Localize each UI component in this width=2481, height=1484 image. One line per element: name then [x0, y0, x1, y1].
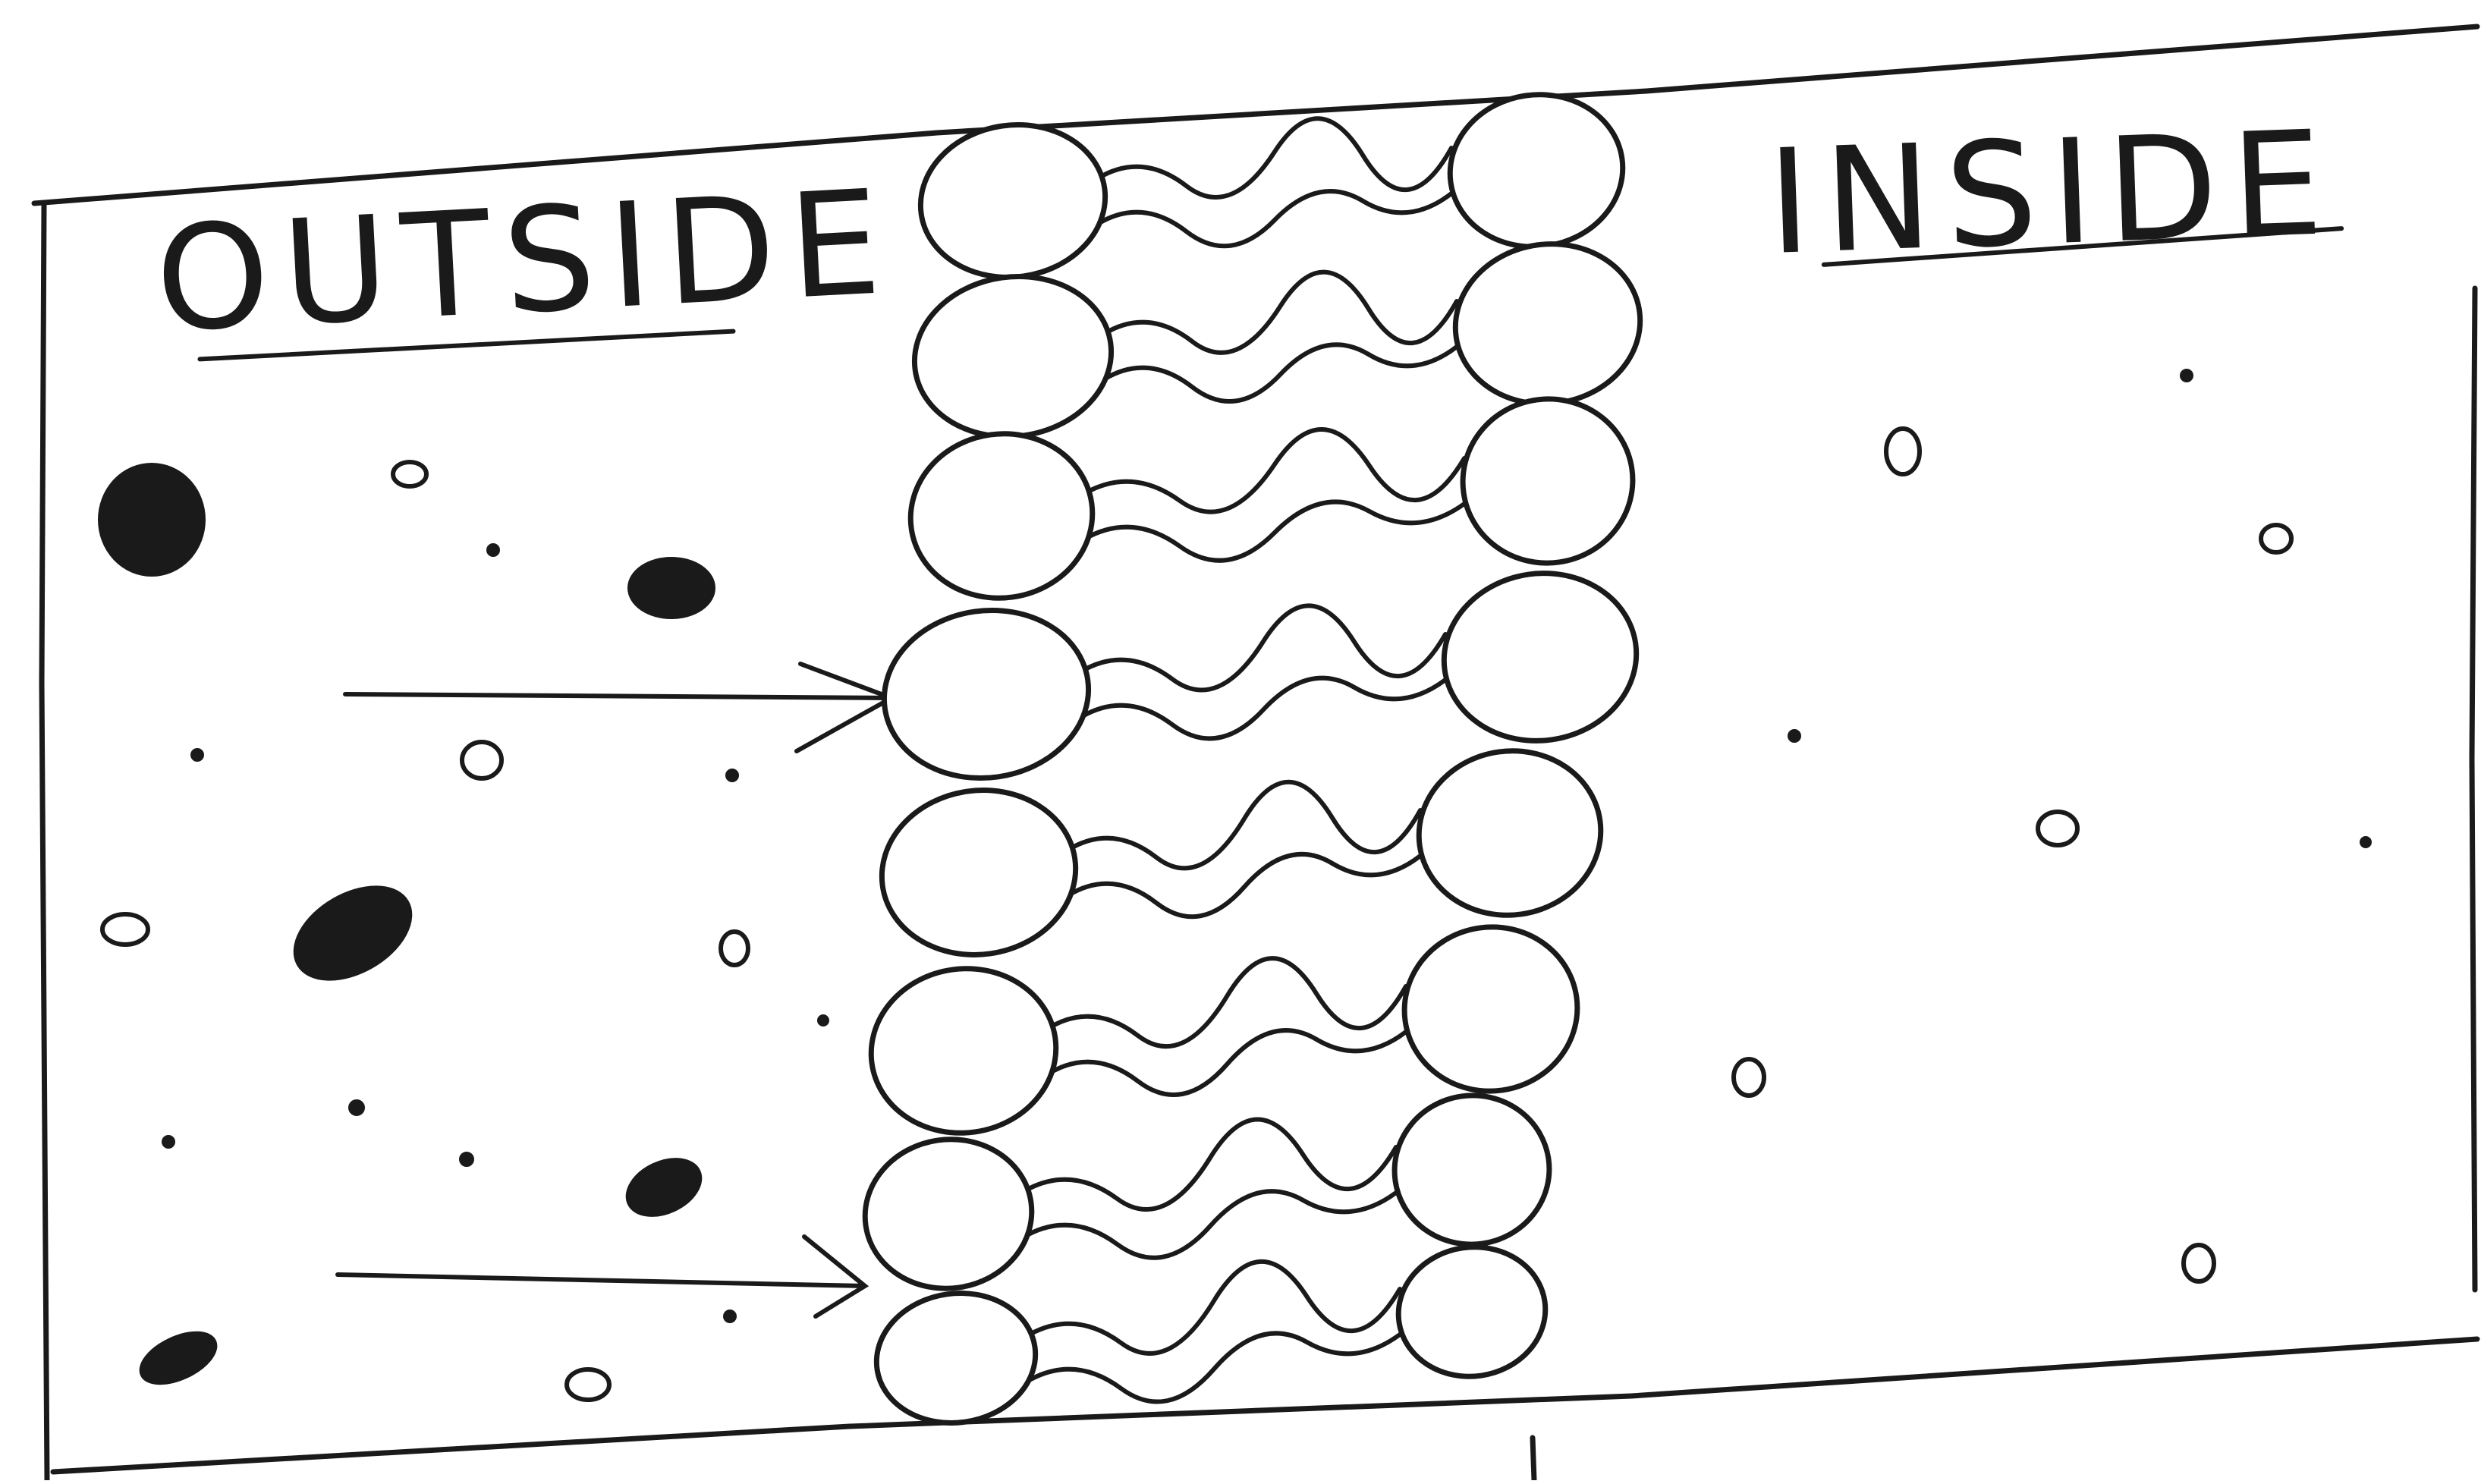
phospholipid-head-icon	[881, 607, 1092, 781]
lipid-tail-icon	[1102, 269, 1459, 355]
phospholipid-head-icon	[1447, 92, 1626, 250]
inside-particles	[1731, 369, 2372, 1284]
dot-particle-icon	[348, 1099, 365, 1116]
arrow-icon	[343, 662, 898, 753]
open-particle-icon	[460, 740, 504, 781]
phospholipid-head-icon	[879, 788, 1079, 957]
frame-bottom-edge	[50, 1336, 2480, 1475]
arrows	[335, 662, 898, 1319]
open-particle-icon	[2036, 810, 2080, 847]
open-particle-icon	[391, 460, 429, 489]
lipid-tail-icon	[1079, 675, 1448, 741]
frame	[31, 24, 2480, 1483]
phospholipid-head-icon	[1416, 748, 1604, 918]
dot-particle-icon	[162, 1135, 175, 1149]
lipid-tail-icon	[1026, 1331, 1402, 1404]
lipid-tail-icon	[1096, 189, 1454, 249]
phospholipid-head-icon	[1460, 396, 1636, 566]
phospholipid-head-icon	[907, 431, 1096, 601]
dot-particle-icon	[2360, 836, 2372, 848]
phospholipid-head-icon	[911, 273, 1115, 440]
frame-left-edge	[39, 202, 50, 1483]
lipid-tail-icon	[1046, 956, 1408, 1049]
lipid-tail-icon	[1083, 499, 1467, 563]
solid-particle-icon	[293, 885, 413, 981]
dot-particle-icon	[817, 1014, 829, 1027]
phospholipid-head-icon	[1391, 1093, 1552, 1247]
solid-particle-icon	[98, 463, 206, 577]
solid-particle-icon	[627, 557, 715, 619]
open-particle-icon	[564, 1367, 612, 1402]
lipid-tail-icon	[1046, 1028, 1408, 1097]
phospholipid-head-icon	[862, 1137, 1035, 1291]
solid-particle-icon	[625, 1158, 703, 1217]
lipid-tail-icon	[1102, 342, 1459, 404]
solid-particle-icon	[139, 1331, 218, 1385]
lipid-tail-icon	[1026, 1259, 1402, 1356]
open-particle-icon	[100, 912, 150, 947]
dot-particle-icon	[725, 769, 739, 782]
frame-top-edge	[31, 24, 2480, 206]
phospholipid-head-icon	[873, 1291, 1039, 1426]
dot-particle-icon	[190, 748, 204, 762]
dot-particle-icon	[486, 543, 500, 557]
phospholipid-head-icon	[1452, 241, 1643, 407]
lipid-tail-icon	[1022, 1189, 1398, 1260]
dot-particle-icon	[2180, 369, 2193, 382]
arrow-icon	[335, 1234, 869, 1319]
open-particle-icon	[719, 929, 750, 967]
frame-bottom-tick	[1530, 1435, 1537, 1483]
open-particle-icon	[2181, 1243, 2216, 1284]
phospholipid-head-icon	[868, 966, 1059, 1136]
dot-particle-icon	[723, 1310, 737, 1323]
lipid-tail-icon	[1022, 1117, 1398, 1212]
phospholipid-head-icon	[1395, 1244, 1549, 1379]
outside-particles	[98, 460, 829, 1402]
phospholipid-head-icon	[917, 122, 1108, 280]
open-particle-icon	[2259, 523, 2294, 555]
lipid-tail-icon	[1079, 603, 1448, 693]
frame-right-edge	[2469, 285, 2478, 1293]
phospholipid-head-icon	[1441, 571, 1640, 744]
lipid-tail-icon	[1083, 427, 1467, 514]
outside-label: OUTSIDE	[151, 158, 898, 365]
dot-particle-icon	[1788, 729, 1801, 743]
lipid-tail-icon	[1096, 116, 1454, 200]
lipid-tail-icon	[1066, 779, 1423, 871]
lipid-tail-icon	[1066, 851, 1423, 920]
dot-particle-icon	[459, 1152, 474, 1167]
open-particle-icon	[1731, 1057, 1766, 1098]
open-particle-icon	[1884, 426, 1922, 476]
phospholipid-head-icon	[1401, 924, 1580, 1094]
phospholipid-bilayer	[862, 92, 1643, 1426]
